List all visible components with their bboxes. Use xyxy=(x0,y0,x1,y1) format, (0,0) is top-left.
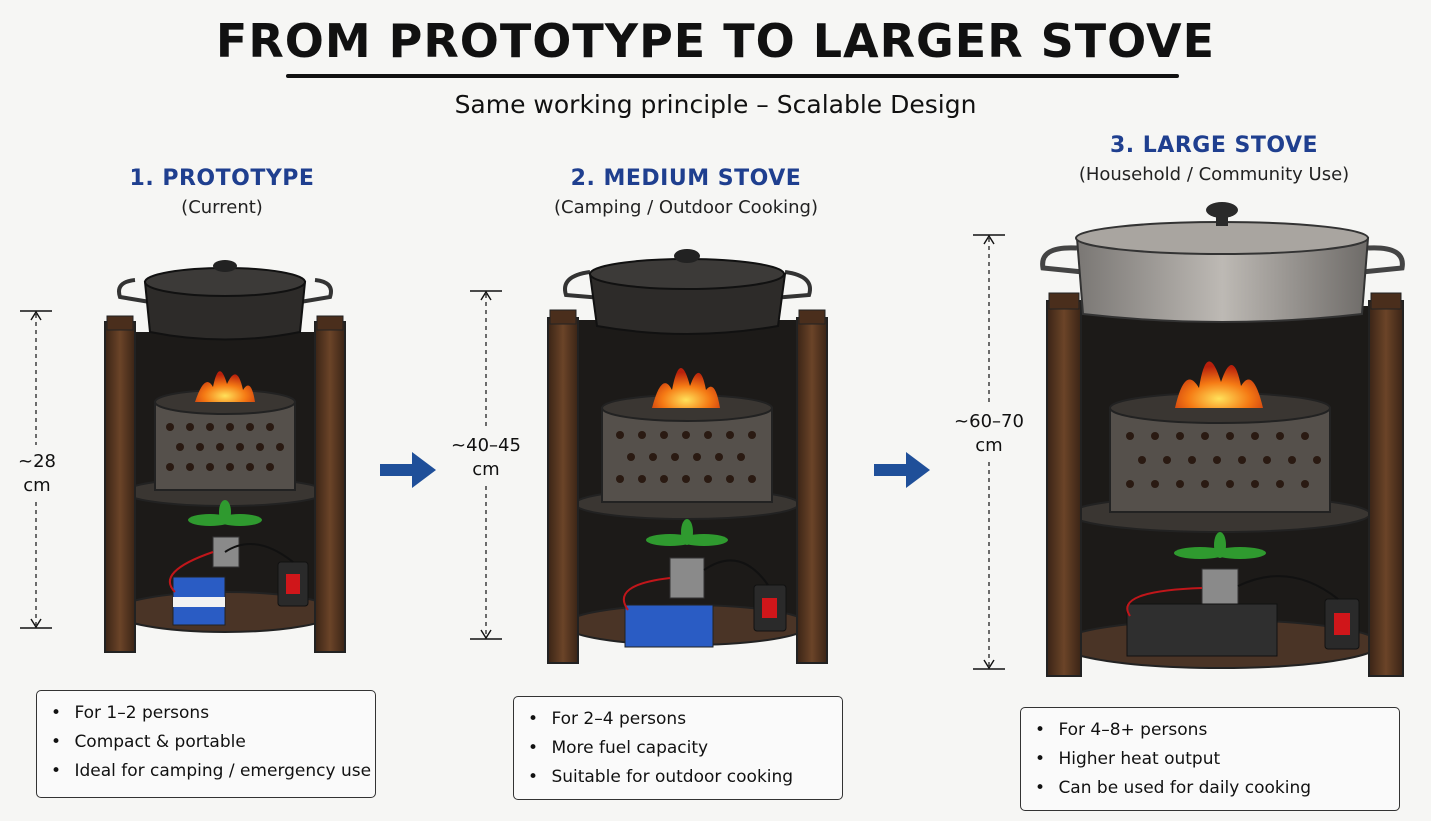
list-item: Can be used for daily cooking xyxy=(1035,774,1385,803)
stove-illustration xyxy=(1040,202,1405,677)
feature-list-1: For 1–2 persons Compact & portable Ideal… xyxy=(51,699,371,786)
height-label-1: ~28 cm xyxy=(2,450,72,498)
stage-3-heading: 3. LARGE STOVE (Household / Community Us… xyxy=(1064,133,1364,185)
stage-3-title: 3. LARGE STOVE xyxy=(1109,133,1319,158)
stove-illustration xyxy=(547,249,828,664)
height-label-3: ~60–70 cm xyxy=(953,410,1025,458)
features-box-3: For 4–8+ persons Higher heat output Can … xyxy=(1020,707,1400,811)
stove-illustration xyxy=(104,260,346,653)
feature-list-3: For 4–8+ persons Higher heat output Can … xyxy=(1035,716,1385,803)
list-item: More fuel capacity xyxy=(528,734,828,763)
list-item: For 2–4 persons xyxy=(528,705,828,734)
stage-2-heading: 2. MEDIUM STOVE (Camping / Outdoor Cooki… xyxy=(536,166,836,218)
page-title: FROM PROTOTYPE TO LARGER STOVE xyxy=(215,14,1216,68)
stage-1-subtitle: (Current) xyxy=(181,197,263,218)
list-item: Higher heat output xyxy=(1035,745,1385,774)
right-arrow-icon xyxy=(380,452,436,488)
stage-2-subtitle: (Camping / Outdoor Cooking) xyxy=(553,197,818,218)
height-label-3-line1: ~60–70 xyxy=(954,411,1024,432)
list-item: Compact & portable xyxy=(51,728,361,757)
list-item: Ideal for camping / emergency use xyxy=(51,757,371,786)
stage-1-title: 1. PROTOTYPE xyxy=(129,166,315,191)
list-item: For 4–8+ persons xyxy=(1035,716,1385,745)
stage-3-subtitle: (Household / Community Use) xyxy=(1078,164,1350,185)
height-label-3-line2: cm xyxy=(975,435,1003,456)
right-arrow-icon xyxy=(874,452,930,488)
stage-1-heading: 1. PROTOTYPE (Current) xyxy=(122,166,322,218)
page-subtitle: Same working principle – Scalable Design xyxy=(454,90,977,119)
title-underline xyxy=(286,74,1179,78)
height-label-2-line1: ~40–45 xyxy=(451,435,521,456)
height-label-2: ~40–45 cm xyxy=(450,434,522,482)
feature-list-2: For 2–4 persons More fuel capacity Suita… xyxy=(528,705,828,792)
stage-2-title: 2. MEDIUM STOVE xyxy=(570,166,802,191)
features-box-2: For 2–4 persons More fuel capacity Suita… xyxy=(513,696,843,800)
features-box-1: For 1–2 persons Compact & portable Ideal… xyxy=(36,690,376,798)
height-label-2-line2: cm xyxy=(472,459,500,480)
list-item: Suitable for outdoor cooking xyxy=(528,763,828,792)
list-item: For 1–2 persons xyxy=(51,699,361,728)
